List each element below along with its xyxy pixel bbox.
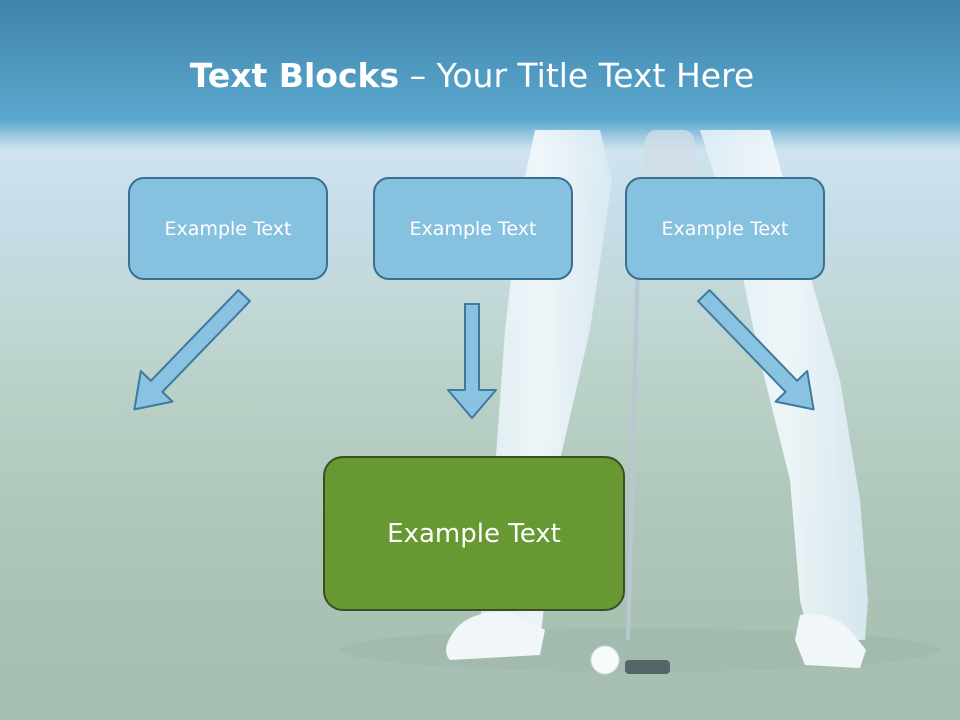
text-block-middle-label: Example Text bbox=[409, 217, 537, 240]
arrow-middle-vertical bbox=[447, 303, 497, 419]
arrow-left-diagonal bbox=[133, 289, 251, 411]
title-rest-part: Your Title Text Here bbox=[436, 56, 755, 95]
text-block-right-label: Example Text bbox=[661, 217, 789, 240]
title-bold-part: Text Blocks bbox=[189, 56, 400, 95]
text-block-right[interactable]: Example Text bbox=[625, 177, 825, 280]
title-separator: – bbox=[399, 56, 437, 95]
text-block-left[interactable]: Example Text bbox=[128, 177, 328, 280]
text-block-middle[interactable]: Example Text bbox=[373, 177, 573, 280]
arrow-right-diagonal bbox=[697, 289, 815, 411]
text-block-result-label: Example Text bbox=[387, 518, 561, 549]
text-block-result[interactable]: Example Text bbox=[323, 456, 625, 611]
text-block-left-label: Example Text bbox=[164, 217, 292, 240]
slide-title: Text Blocks – Your Title Text Here bbox=[0, 52, 944, 100]
title-band bbox=[0, 0, 960, 150]
